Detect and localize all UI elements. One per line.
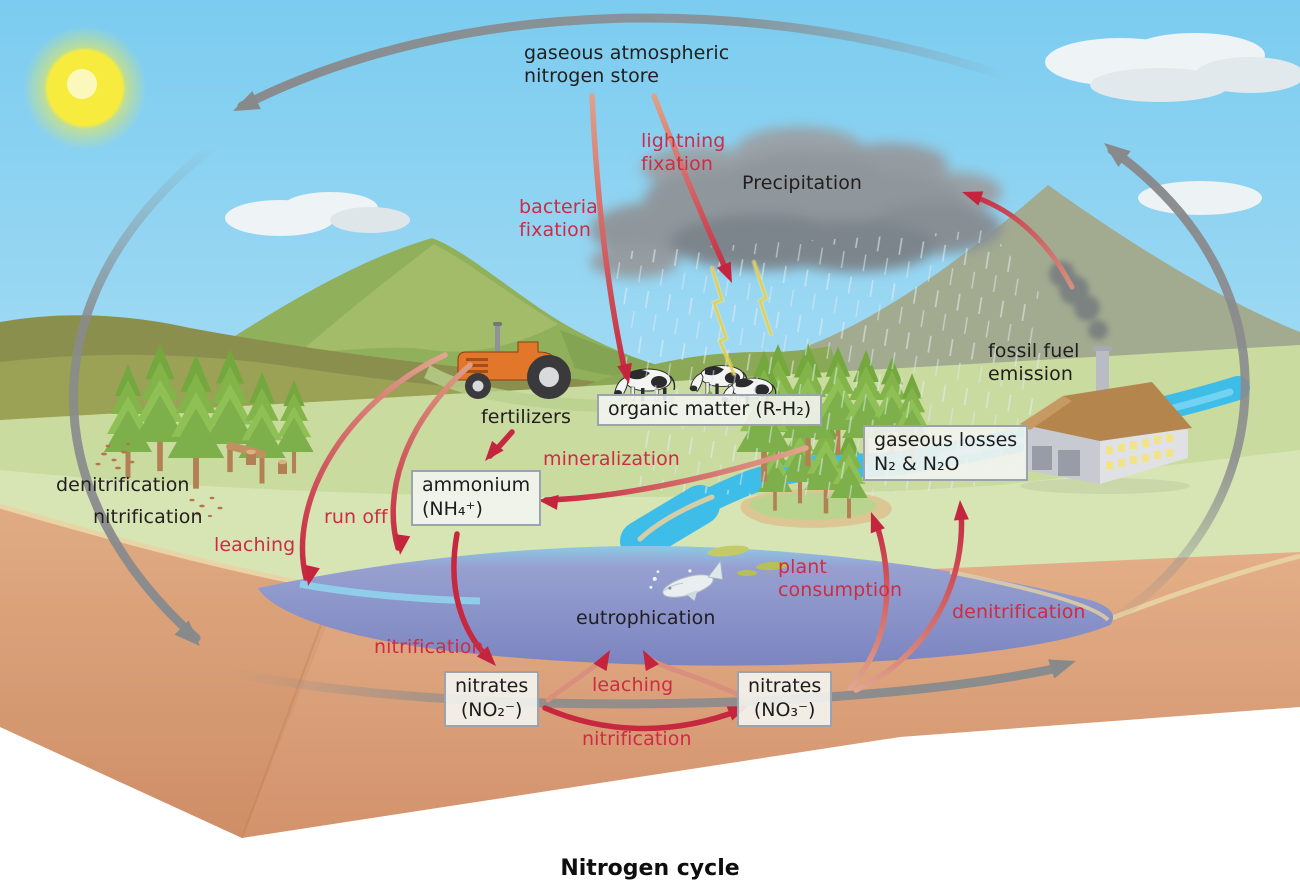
label-bacteria-fixation: bacteria fixation [519, 196, 598, 242]
label-lightning-fixation: lightning fixation [641, 130, 726, 176]
label-nitrification-left: nitrification [93, 506, 203, 528]
diagram-title: Nitrogen cycle [560, 856, 740, 881]
label-mineralization: mineralization [543, 448, 680, 470]
algae [707, 545, 788, 576]
tractor-illustration [457, 322, 571, 399]
sun-icon [23, 26, 147, 150]
label-nitrification-mid: nitrification [374, 636, 484, 658]
label-leaching-center: leaching [592, 674, 674, 696]
label-precipitation: Precipitation [742, 172, 863, 194]
label-leaching-left: leaching [214, 534, 296, 556]
label-fertilizers: fertilizers [481, 406, 571, 428]
arrow-fossil-fuel-emission [962, 191, 1075, 290]
lightning-icon [709, 259, 774, 377]
label-fossil-fuel-emission: fossil fuel emission [988, 340, 1080, 386]
node-box-organic-matter: organic matter (R-H₂) [597, 394, 823, 426]
label-denitrification-right: denitrification [952, 601, 1086, 623]
node-box-gaseous-losses: gaseous losses N₂ & N₂O [863, 425, 1029, 481]
arrow-bacteria-fixation [589, 93, 632, 384]
dead-fish-icon [649, 560, 723, 601]
arrow-lightning-fixation [651, 93, 732, 283]
tree-stumps [226, 441, 287, 474]
node-box-nitrates-no2: nitrates (NO₂⁻) [444, 671, 540, 727]
arrow-plant-consumption [847, 512, 890, 691]
arrow-denitrification-right [853, 500, 969, 693]
node-box-ammonium: ammonium (NH₄⁺) [411, 470, 542, 526]
soil-speckles [95, 442, 223, 518]
arrow-leaching-from-no2 [545, 650, 610, 703]
arrow-nitrification-left [451, 531, 496, 666]
arrow-leaching-from-no3 [643, 650, 753, 703]
arrow-leaching-left [299, 352, 448, 586]
label-plant-consumption: plant consumption [778, 556, 903, 602]
cloud [225, 33, 1300, 236]
label-eutrophication: eutrophication [576, 607, 716, 629]
arrow-mineralization [538, 445, 809, 510]
label-run-off: run off [324, 506, 388, 528]
field-path [424, 365, 640, 413]
nitrogen-cycle-ring [69, 13, 1250, 709]
arrow-run-off [390, 362, 473, 555]
label-denitrification-left: denitrification [56, 474, 190, 496]
arrow-fertilizers-to-ammonium [485, 429, 515, 461]
label-nitrification-bottom: nitrification [582, 728, 692, 750]
process-arrows [299, 93, 1075, 732]
label-atmosphere-store: gaseous atmospheric nitrogen store [524, 42, 730, 88]
node-box-nitrates-no3: nitrates (NO₃⁻) [737, 671, 833, 727]
